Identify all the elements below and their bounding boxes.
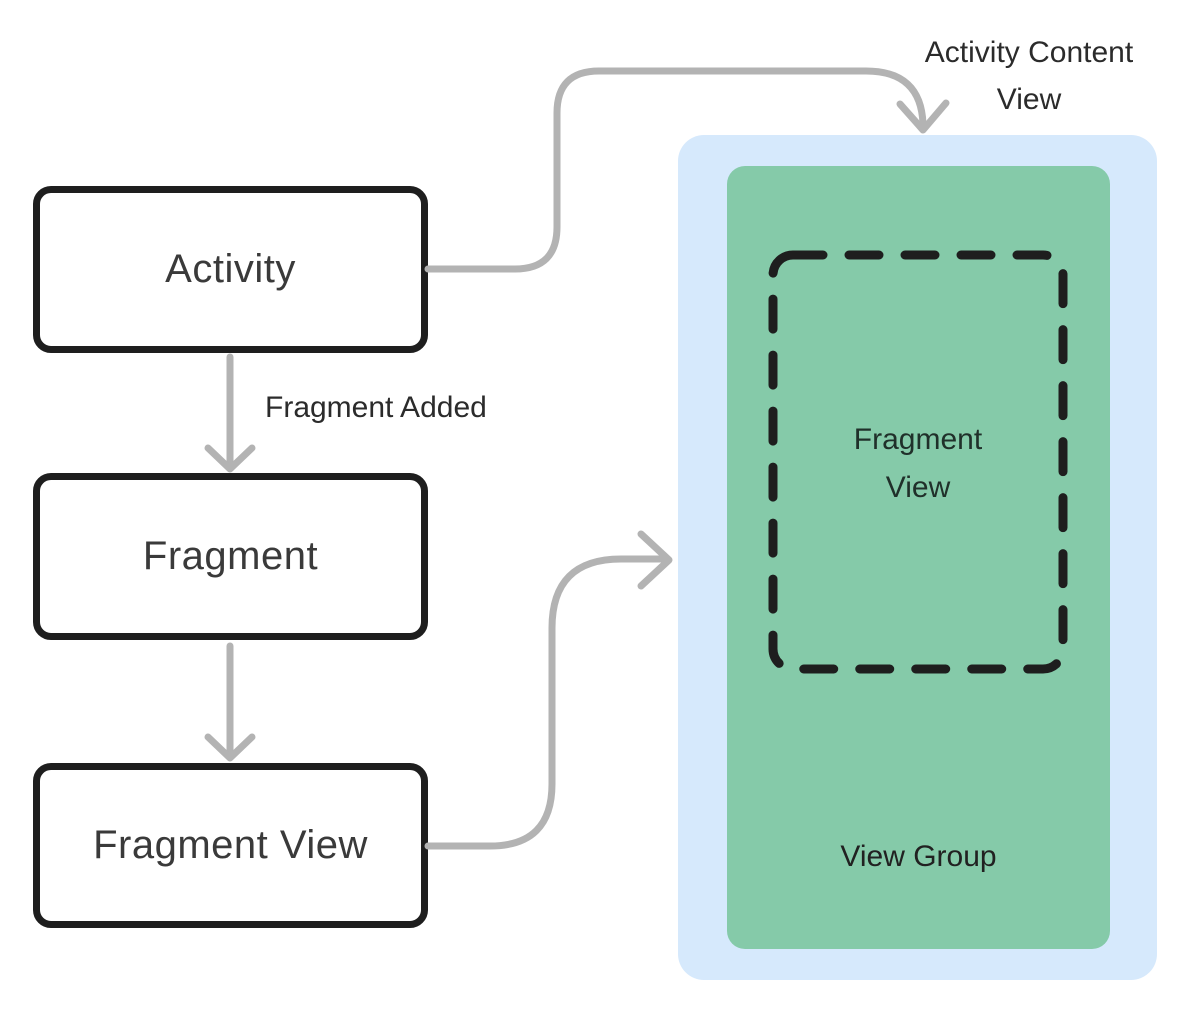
label-activity-content-view-line2: View [996,83,1062,116]
label-fragment-view-slot-line2: View [885,471,951,504]
view-group-container [727,166,1110,949]
arrow-activity-to-fragment-head [204,444,256,473]
label-fragment-view-slot-line1: Fragment [853,423,983,456]
label-activity-content-view: Activity Content View [900,29,1158,123]
arrow-fragment-view-to-view-group-head [637,530,673,590]
arrow-fragment-view-to-view-group [424,555,668,850]
node-fragment-view: Fragment View [33,763,428,928]
arrow-fragment-to-fragment-view-head [204,733,256,762]
node-fragment: Fragment [33,473,428,640]
node-fragment-view-label: Fragment View [93,823,368,867]
node-activity-label: Activity [165,247,296,291]
label-fragment-view-slot: Fragment View [773,416,1063,512]
label-activity-content-view-line1: Activity Content [924,36,1134,69]
label-view-group: View Group [840,840,997,873]
node-fragment-label: Fragment [142,534,319,578]
node-activity: Activity [33,186,428,353]
edge-label-fragment-added: Fragment Added [265,391,487,424]
